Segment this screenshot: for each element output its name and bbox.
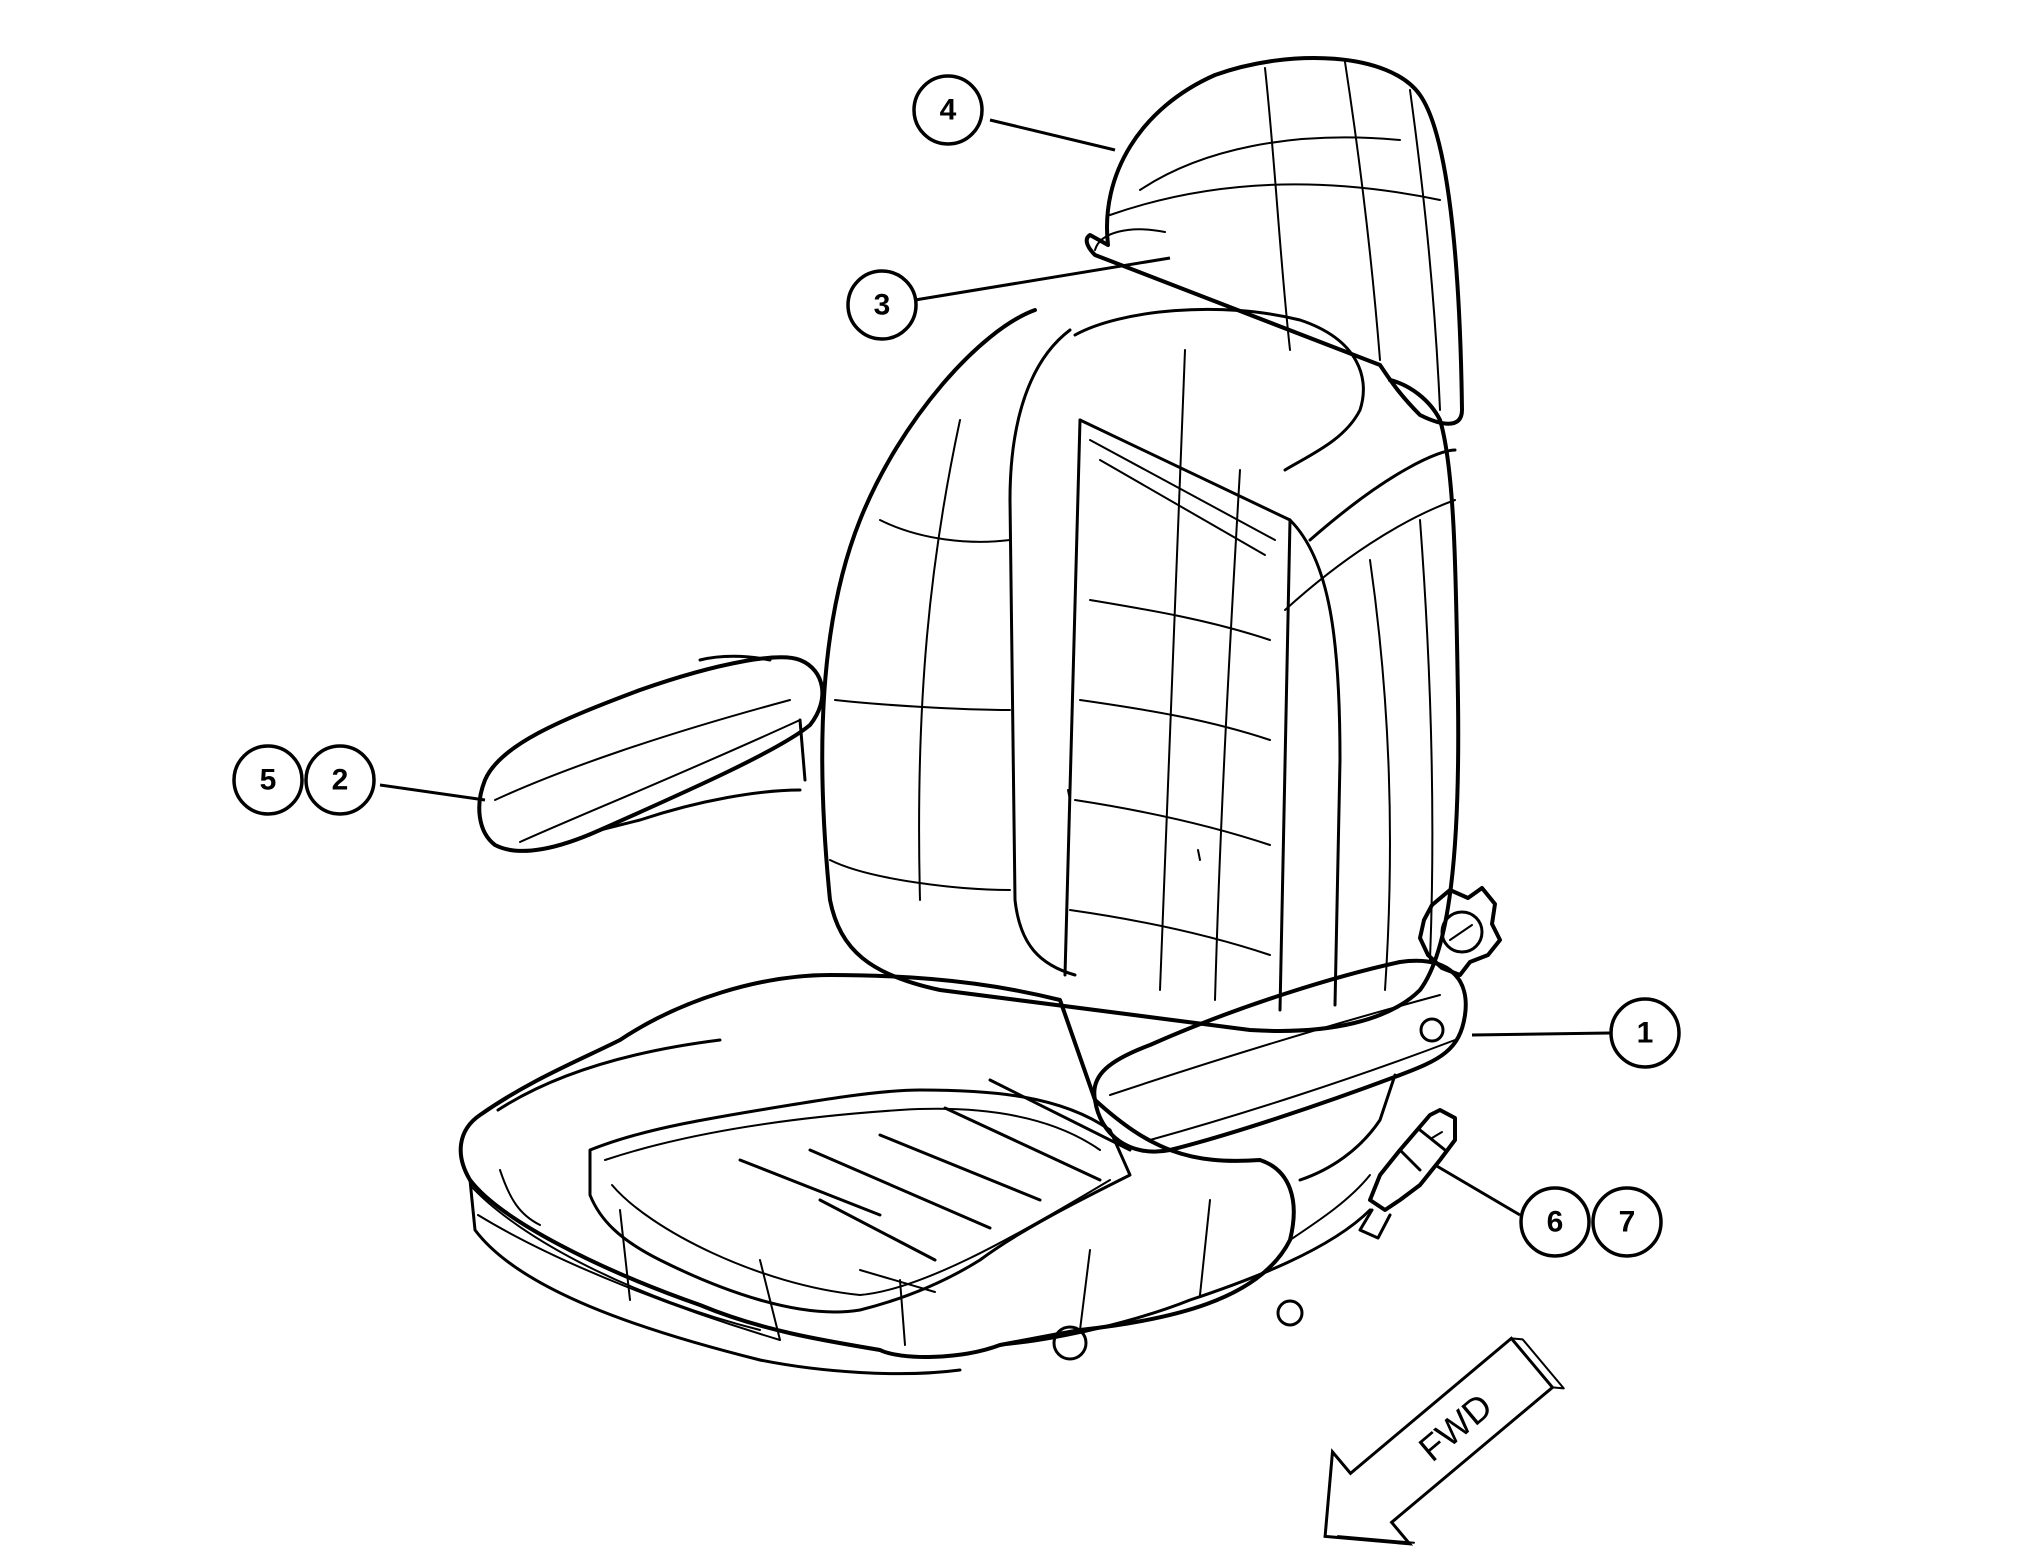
leader-4 [989,118,1116,152]
callout-5-label: 5 [260,764,277,797]
callout-2-label: 2 [332,764,349,797]
callout-2: 2 [304,744,376,816]
seat-switch-drawing [1358,1108,1457,1240]
callout-7-label: 7 [1619,1206,1636,1239]
left-armrest-drawing [477,654,825,853]
callout-5: 5 [232,744,304,816]
callout-4-label: 4 [940,94,957,127]
leader-5-2 [379,783,486,802]
leader-1 [1471,1031,1611,1037]
leader-lines [379,118,1611,1217]
forward-direction-arrow: FWD [1323,1336,1565,1546]
callout-6: 6 [1519,1186,1591,1258]
callout-1-label: 1 [1637,1017,1654,1050]
callout-3-label: 3 [874,289,891,322]
recline-knob-drawing [1418,886,1502,977]
seat-cushion-drawing [458,973,1372,1376]
callout-4: 4 [912,74,984,146]
headrest-drawing [1084,56,1464,426]
leader-6-7 [1434,1163,1521,1217]
seat-back-drawing [820,307,1461,1033]
leader-3 [914,256,1171,302]
callout-7: 7 [1591,1186,1663,1258]
right-armrest-drawing [1092,958,1468,1182]
callout-1: 1 [1609,997,1681,1069]
callout-6-label: 6 [1547,1206,1564,1239]
callout-3: 3 [846,269,918,341]
